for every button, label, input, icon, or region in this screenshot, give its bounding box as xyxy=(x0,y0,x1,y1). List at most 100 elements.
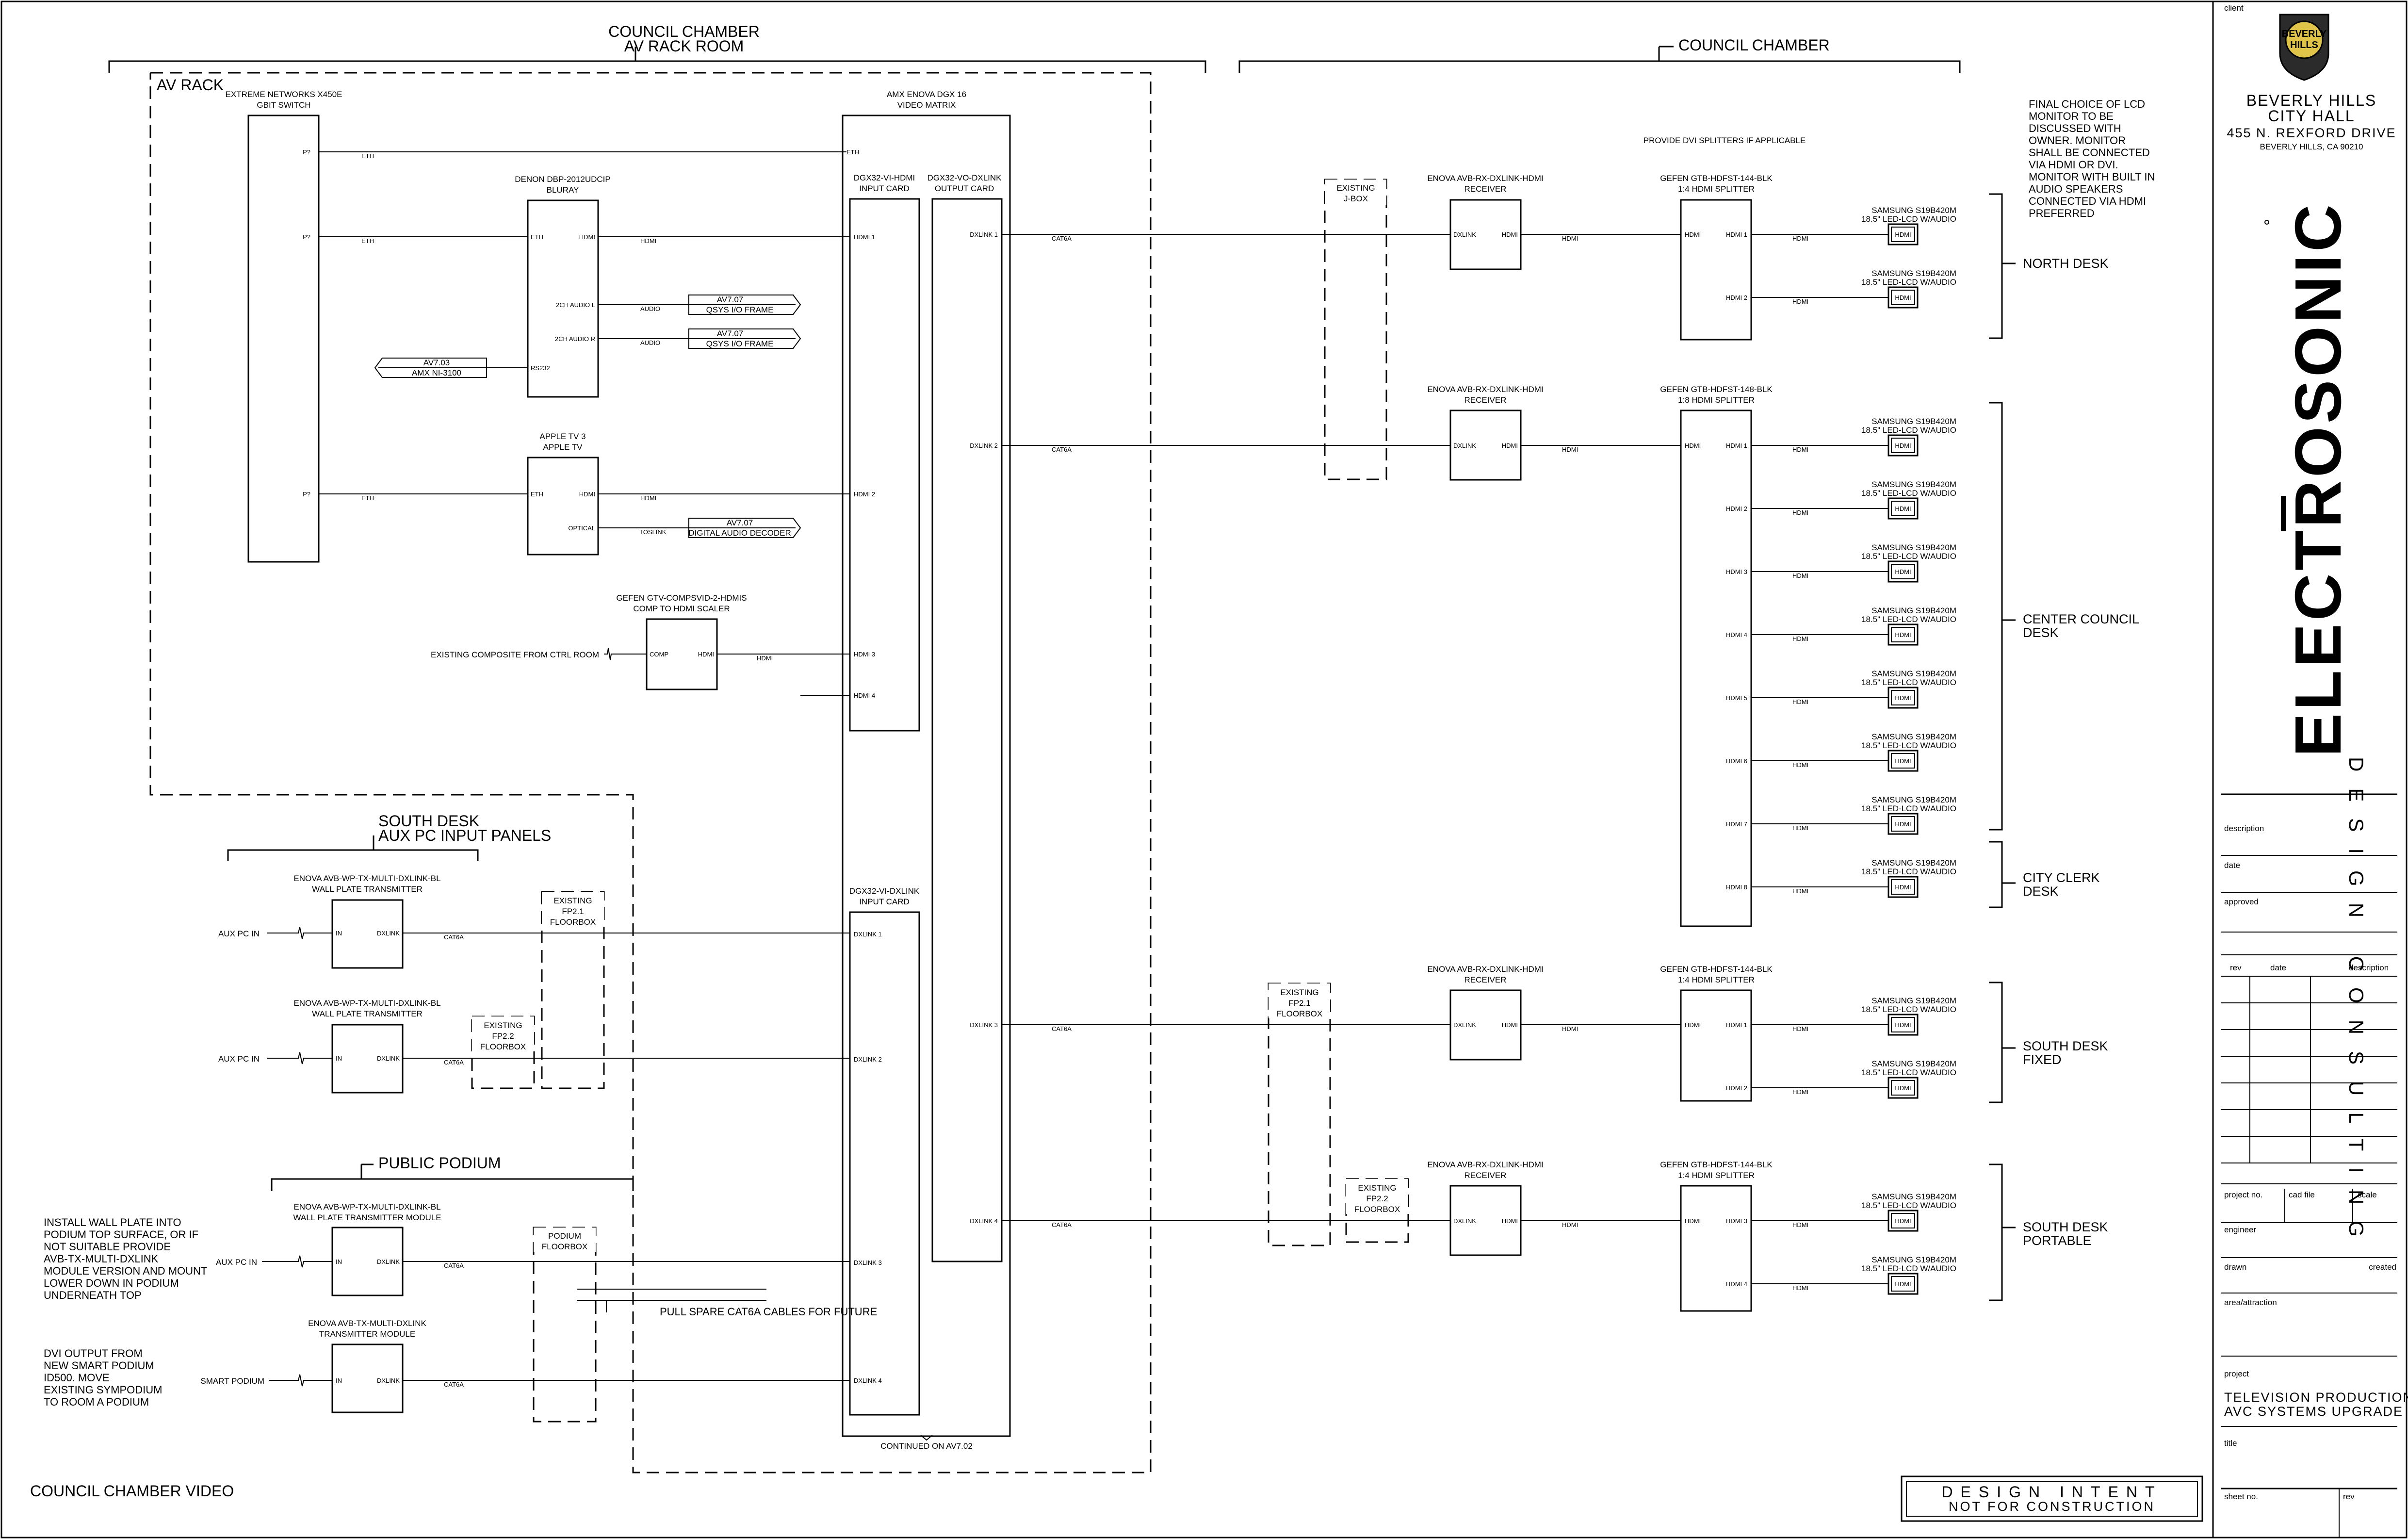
svg-text:DXLINK 2: DXLINK 2 xyxy=(854,1056,882,1063)
svg-text:SAMSUNG S19B420M: SAMSUNG S19B420M xyxy=(1871,606,1956,615)
svg-text:PULL SPARE CAT6A CABLES FOR FU: PULL SPARE CAT6A CABLES FOR FUTURE xyxy=(660,1306,877,1318)
svg-text:DXLINK: DXLINK xyxy=(377,1055,400,1062)
svg-text:EXISTING: EXISTING xyxy=(553,896,592,905)
svg-text:RS232: RS232 xyxy=(531,364,550,372)
floorbox-podium: PODIUM FLOORBOX xyxy=(533,1227,597,1423)
input-card-dxlink: DGX32-VI-DXLINK INPUT CARD DXLINK 1 DXLI… xyxy=(849,886,920,1416)
input-card-hdmi: DGX32-VI-HDMI INPUT CARD HDMI 1 HDMI 2 H… xyxy=(849,173,920,732)
svg-text:18.5" LED-LCD W/AUDIO: 18.5" LED-LCD W/AUDIO xyxy=(1861,867,1956,876)
svg-text:ENOVA AVB-TX-MULTI-DXLINK: ENOVA AVB-TX-MULTI-DXLINK xyxy=(308,1319,426,1328)
receiver-3: ENOVA AVB-RX-DXLINK-HDMI RECEIVER DXLINK… xyxy=(1427,965,1544,1061)
svg-text:sheet no.: sheet no. xyxy=(2224,1492,2258,1501)
svg-text:DVI OUTPUT FROM: DVI OUTPUT FROM xyxy=(44,1347,143,1359)
svg-text:RECEIVER: RECEIVER xyxy=(1464,184,1507,194)
svg-text:ETH: ETH xyxy=(361,494,374,502)
svg-text:HDMI 4: HDMI 4 xyxy=(854,692,875,699)
floorbox-fp21-north: EXISTING FP2.1 FLOORBOX xyxy=(1268,982,1331,1246)
svg-text:AVC SYSTEMS UPGRADE: AVC SYSTEMS UPGRADE xyxy=(2224,1404,2403,1419)
svg-text:ELECTROSONIC: ELECTROSONIC xyxy=(2281,201,2355,757)
svg-text:HDMI: HDMI xyxy=(1562,1025,1578,1032)
spare-cables: PULL SPARE CAT6A CABLES FOR FUTURE xyxy=(577,1289,877,1318)
svg-text:APPLE TV: APPLE TV xyxy=(543,442,583,452)
svg-text:AUDIO: AUDIO xyxy=(640,305,660,312)
svg-text:DESIGN INTENT: DESIGN INTENT xyxy=(1941,1483,2162,1501)
svg-text:P?: P? xyxy=(303,148,310,156)
svg-text:AUX PC INPUT PANELS: AUX PC INPUT PANELS xyxy=(378,827,551,844)
svg-text:ETH: ETH xyxy=(361,237,374,245)
svg-text:DESK: DESK xyxy=(2023,884,2059,899)
svg-text:CENTER COUNCIL: CENTER COUNCIL xyxy=(2023,612,2139,626)
desk-city-clerk: CITY CLERK DESK xyxy=(1989,841,2100,908)
svg-text:ENOVA AVB-RX-DXLINK-HDMI: ENOVA AVB-RX-DXLINK-HDMI xyxy=(1427,965,1543,974)
svg-text:FLOORBOX: FLOORBOX xyxy=(1354,1205,1400,1214)
svg-text:NOT SUITABLE PROVIDE: NOT SUITABLE PROVIDE xyxy=(44,1241,171,1253)
svg-text:HDMI 1: HDMI 1 xyxy=(1726,231,1747,238)
svg-text:PREFERRED: PREFERRED xyxy=(2029,207,2095,219)
svg-text:PODIUM: PODIUM xyxy=(548,1231,581,1241)
svg-text:HDMI: HDMI xyxy=(1895,1084,1911,1092)
svg-text:DXLINK 3: DXLINK 3 xyxy=(854,1259,882,1266)
floorbox-fp21-south: EXISTING FP2.1 FLOORBOX xyxy=(541,891,605,1089)
network-switch: EXTREME NETWORKS X450E GBIT SWITCH P? P?… xyxy=(226,90,342,563)
svg-text:MONITOR TO BE: MONITOR TO BE xyxy=(2029,110,2114,122)
svg-text:COMP TO HDMI SCALER: COMP TO HDMI SCALER xyxy=(633,604,730,613)
svg-text:COUNCIL CHAMBER: COUNCIL CHAMBER xyxy=(608,23,760,40)
ref-amx-controller: AV7.03 AMX NI-3100 xyxy=(374,358,528,378)
svg-text:ETH: ETH xyxy=(361,152,374,160)
svg-text:ENOVA AVB-RX-DXLINK-HDMI: ENOVA AVB-RX-DXLINK-HDMI xyxy=(1427,174,1543,183)
svg-text:HDMI 1: HDMI 1 xyxy=(1726,442,1747,449)
svg-text:HDMI: HDMI xyxy=(1792,1088,1808,1096)
svg-text:18.5" LED-LCD W/AUDIO: 18.5" LED-LCD W/AUDIO xyxy=(1861,552,1956,561)
zone-header-council-chamber: COUNCIL CHAMBER xyxy=(1238,36,1961,73)
svg-text:QSYS I/O FRAME: QSYS I/O FRAME xyxy=(706,339,774,348)
svg-text:DIGITAL AUDIO DECODER: DIGITAL AUDIO DECODER xyxy=(688,528,791,538)
svg-text:DXLINK 2: DXLINK 2 xyxy=(970,442,998,449)
svg-text:2CH AUDIO L: 2CH AUDIO L xyxy=(556,301,595,309)
svg-text:J-BOX: J-BOX xyxy=(1344,194,1368,203)
svg-text:DENON DBP-2012UDCIP: DENON DBP-2012UDCIP xyxy=(515,175,610,184)
svg-text:BEVERLY: BEVERLY xyxy=(2282,29,2327,39)
svg-text:18.5" LED-LCD W/AUDIO: 18.5" LED-LCD W/AUDIO xyxy=(1861,1005,1956,1014)
svg-text:SAMSUNG S19B420M: SAMSUNG S19B420M xyxy=(1871,417,1956,426)
svg-text:DESK: DESK xyxy=(2023,625,2059,640)
svg-text:title: title xyxy=(2224,1439,2237,1448)
svg-text:IN: IN xyxy=(336,930,342,937)
svg-text:DGX32-VI-HDMI: DGX32-VI-HDMI xyxy=(854,173,915,182)
svg-text:EXISTING: EXISTING xyxy=(484,1021,522,1030)
svg-text:HDMI: HDMI xyxy=(1792,824,1808,832)
svg-text:QSYS I/O FRAME: QSYS I/O FRAME xyxy=(706,305,774,314)
firm-logo: ELECTROSONIC DESIGN CONSULTING xyxy=(2281,201,2368,1253)
source-smart-podium: SMART PODIUM xyxy=(200,1376,264,1386)
svg-text:HDMI: HDMI xyxy=(1502,231,1518,238)
svg-text:engineer: engineer xyxy=(2224,1225,2257,1234)
zone-header-public-podium: PUBLIC PODIUM xyxy=(271,1154,634,1191)
svg-text:CITY CLERK: CITY CLERK xyxy=(2023,870,2100,885)
svg-text:ETH: ETH xyxy=(846,148,859,156)
svg-text:HDMI: HDMI xyxy=(1562,1221,1578,1228)
source-composite: EXISTING COMPOSITE FROM CTRL ROOM xyxy=(431,650,599,659)
svg-text:COMP: COMP xyxy=(650,651,668,658)
svg-text:DXLINK: DXLINK xyxy=(1453,442,1476,449)
design-intent-stamp: DESIGN INTENT NOT FOR CONSTRUCTION xyxy=(1901,1475,2203,1522)
svg-text:IN: IN xyxy=(336,1377,342,1384)
svg-text:HDMI: HDMI xyxy=(1895,631,1911,639)
svg-text:HDMI: HDMI xyxy=(1685,442,1701,449)
svg-text:HDMI: HDMI xyxy=(1895,442,1911,449)
splitter-north: GEFEN GTB-HDFST-144-BLK 1:4 HDMI SPLITTE… xyxy=(1660,174,1773,341)
svg-text:FLOORBOX: FLOORBOX xyxy=(480,1042,526,1051)
svg-text:18.5" LED-LCD W/AUDIO: 18.5" LED-LCD W/AUDIO xyxy=(1861,1068,1956,1077)
title-block: client BEVERLY HILLS BEVERLY HILLS CITY … xyxy=(2212,1,2408,1538)
svg-text:SAMSUNG S19B420M: SAMSUNG S19B420M xyxy=(1871,1192,1956,1201)
svg-text:HDMI: HDMI xyxy=(1502,442,1518,449)
svg-text:UNDERNEATH TOP: UNDERNEATH TOP xyxy=(44,1289,142,1301)
svg-text:1:4 HDMI SPLITTER: 1:4 HDMI SPLITTER xyxy=(1678,184,1755,194)
